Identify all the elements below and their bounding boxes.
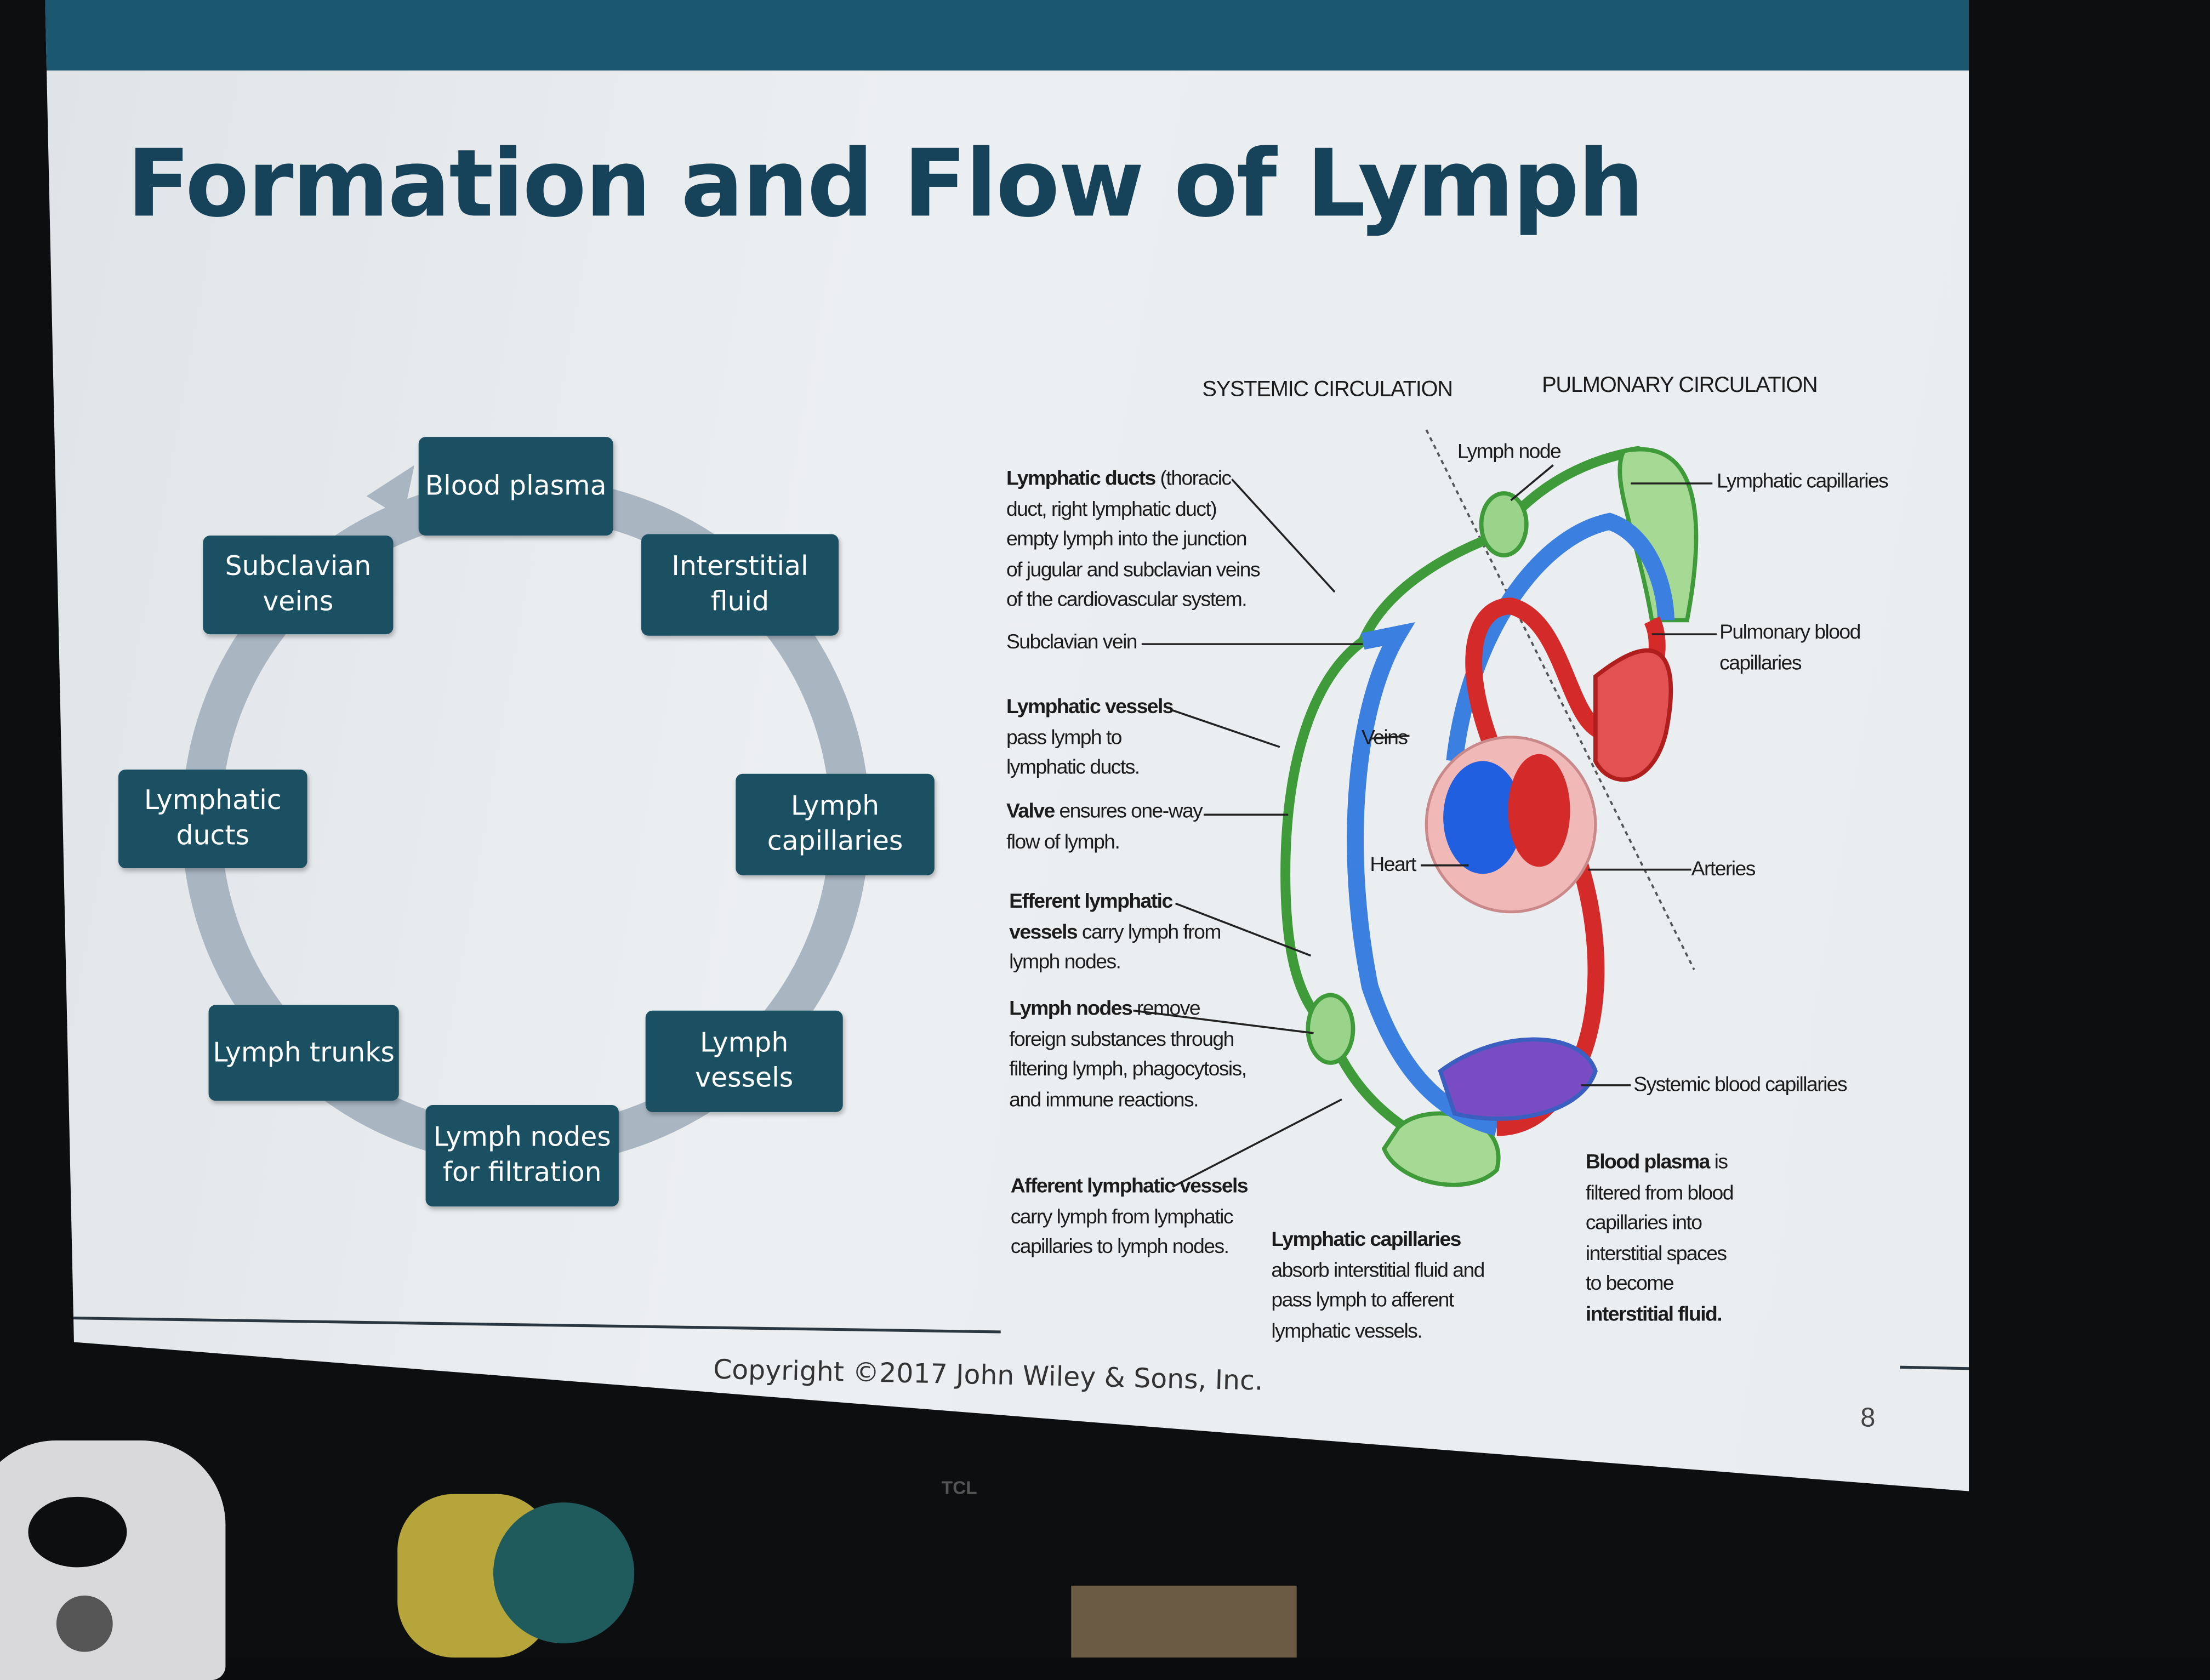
- white-basket: [0, 1440, 226, 1680]
- label-valve-bold: Valve: [1006, 800, 1055, 823]
- label-plasma-bold2: interstitial fluid.: [1585, 1303, 1723, 1326]
- cycle-step-lymphatic-ducts: Lymphatic ducts: [118, 769, 307, 868]
- label-ducts-bold: Lymphatic ducts: [1006, 468, 1156, 491]
- cycle-step-lymph-capillaries: Lymph capillaries: [736, 773, 935, 875]
- label-valve-text: ensures one-way flow of lymph.: [1006, 800, 1203, 853]
- slideshow-nav: ⬅ ✎ ▣ ⋯ ➡: [110, 1376, 307, 1420]
- lymph-node-lower: [1306, 993, 1355, 1065]
- label-nodes-bold: Lymph nodes: [1009, 998, 1133, 1021]
- header-pulmonary: PULMONARY CIRCULATION: [1542, 373, 1818, 398]
- label-veins: Veins: [1361, 727, 1408, 750]
- label-systemic-capillaries: Systemic blood capillaries: [1633, 1074, 1847, 1097]
- systemic-vein: [1347, 622, 1499, 1136]
- systemic-capillary-bed: [1438, 1037, 1598, 1121]
- label-subclavian-vein: Subclavian vein: [1006, 631, 1138, 654]
- label-arteries: Arteries: [1691, 858, 1756, 881]
- circulation-divider: [1425, 429, 1695, 970]
- label-valve: Valve ensures one-way flow of lymph.: [1006, 798, 1204, 858]
- label-vessels-bold: Lymphatic vessels: [1006, 696, 1174, 719]
- circulation-diagram: [1133, 429, 1717, 1188]
- slide: Formation and Flow of Lymph Blood plasma…: [45, 0, 1969, 1491]
- label-afferent-text: carry lymph from lymphatic capillaries t…: [1010, 1205, 1234, 1259]
- pulmonary-lymph-capillaries: [1617, 447, 1699, 623]
- pulmonary-capillary-bed: [1593, 648, 1673, 782]
- label-lymphatic-ducts: Lymphatic ducts (thoracic duct, right ly…: [1006, 465, 1261, 617]
- label-afferent: Afferent lymphatic vessels carry lymph f…: [1011, 1172, 1253, 1263]
- previous-slide-icon[interactable]: ⬅: [110, 1375, 141, 1418]
- label-lymphatic-capillaries: Lymphatic capillaries: [1716, 470, 1889, 493]
- lymphatic-vessel-path: [1280, 637, 1457, 1160]
- label-lymphatic-capillaries-desc: Lymphatic capillaries absorb interstitia…: [1271, 1226, 1496, 1347]
- leader-lines: [1133, 464, 1717, 1188]
- label-ducts-text: (thoracic duct, right lymphatic duct) em…: [1006, 468, 1261, 612]
- slides-grid-icon[interactable]: ▣: [188, 1375, 223, 1418]
- label-efferent: Efferent lymphatic vessels carry lymph f…: [1009, 888, 1221, 979]
- cycle-step-subclavian-veins: Subclavian veins: [203, 536, 394, 635]
- cycle-step-lymph-trunks: Lymph trunks: [208, 1005, 399, 1101]
- label-plasma-bold: Blood plasma: [1585, 1151, 1711, 1174]
- cycle-step-lymph-nodes: Lymph nodes for filtration: [425, 1104, 619, 1207]
- cycle-step-interstitial-fluid: Interstitial fluid: [641, 534, 839, 636]
- label-nodes-text: remove foreign substances through filter…: [1009, 998, 1247, 1112]
- box-on-desk: [1071, 1585, 1297, 1658]
- more-options-icon[interactable]: ⋯: [231, 1375, 269, 1418]
- label-lcap-text: absorb interstitial fluid and pass lymph…: [1271, 1259, 1485, 1343]
- cycle-step-lymph-vessels: Lymph vessels: [645, 1010, 843, 1112]
- label-blood-plasma: Blood plasma is filtered from blood capi…: [1586, 1149, 1744, 1331]
- lymph-node-upper: [1479, 491, 1529, 557]
- next-slide-icon[interactable]: ➡: [276, 1375, 307, 1418]
- label-efferent-bold: Efferent lymphatic vessels: [1009, 891, 1173, 944]
- label-afferent-bold: Afferent lymphatic vessels: [1010, 1175, 1249, 1198]
- bottle-cap: [493, 1502, 635, 1644]
- heart-right-side: [1443, 761, 1523, 874]
- pen-icon[interactable]: ✎: [149, 1375, 180, 1418]
- systemic-lymph-capillaries: [1381, 1111, 1501, 1187]
- slide-top-bar: [45, 0, 1969, 71]
- label-plasma-text: is filtered from blood capillaries into …: [1585, 1151, 1734, 1296]
- label-lymph-node: Lymph node: [1457, 441, 1562, 464]
- label-pulmonary-capillaries: Pulmonary blood capillaries: [1719, 621, 1861, 675]
- monitor-brand-logo: TCL: [941, 1477, 977, 1499]
- label-lymphatic-vessels: Lymphatic vessels pass lymph to lymphati…: [1006, 693, 1176, 784]
- heart-left-side: [1508, 754, 1570, 867]
- label-lymph-nodes: Lymph nodes remove foreign substances th…: [1009, 995, 1249, 1116]
- label-heart: Heart: [1370, 854, 1416, 877]
- footer-rule-right: [1900, 1365, 1969, 1370]
- footer-rule-left: [62, 1316, 1001, 1334]
- label-lcap-bold: Lymphatic capillaries: [1271, 1229, 1461, 1252]
- cycle-step-blood-plasma: Blood plasma: [418, 437, 613, 536]
- page-number: 8: [1860, 1404, 1876, 1434]
- label-vessels-text: pass lymph to lymphatic ducts.: [1006, 726, 1140, 779]
- label-efferent-text: carry lymph from lymph nodes.: [1009, 921, 1221, 974]
- cycle-arrow-head: [366, 465, 414, 519]
- header-systemic: SYSTEMIC CIRCULATION: [1202, 378, 1453, 402]
- slide-title: Formation and Flow of Lymph: [127, 129, 1644, 238]
